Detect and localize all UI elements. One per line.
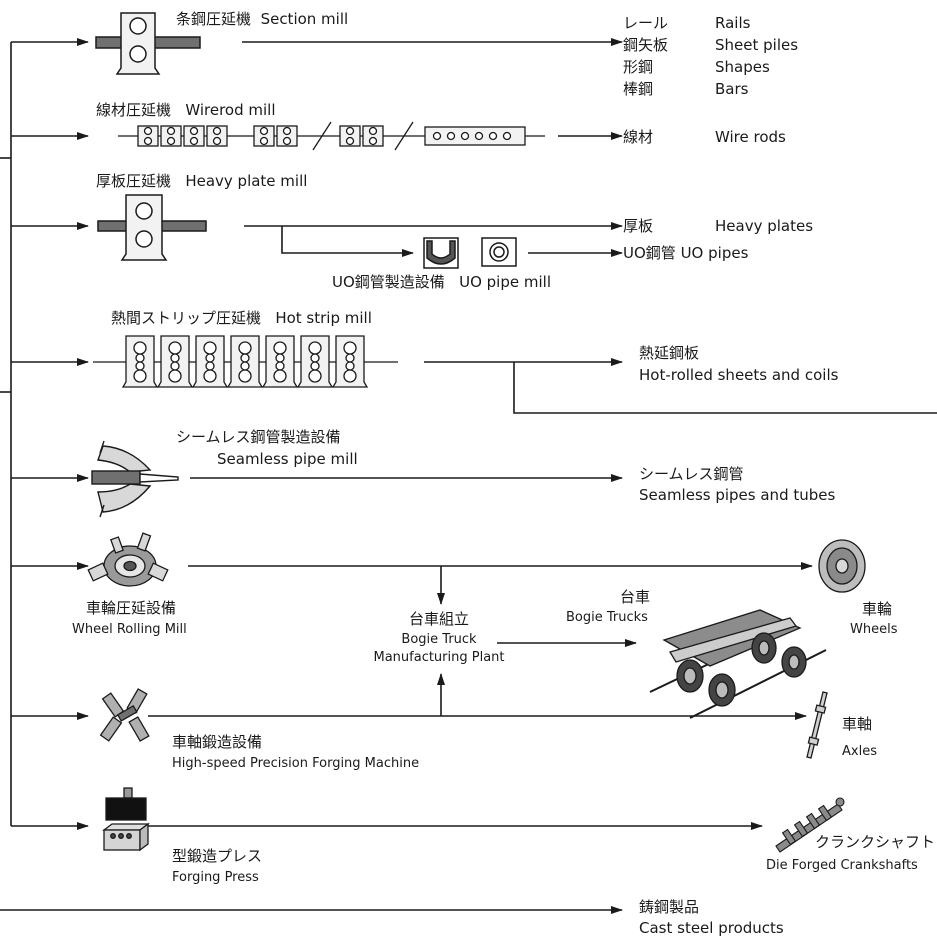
crankshaft-icon <box>775 797 845 853</box>
axle-forging-icon <box>99 688 150 742</box>
wheel-product-icon <box>818 539 866 593</box>
uo-pipe-mill-label: UO鋼管製造設備 UO pipe mill <box>332 273 551 292</box>
product-bogie-en: Bogie Trucks <box>566 610 648 625</box>
bogie-assembly-en1: Bogie Truck <box>401 632 477 647</box>
section-mill-icon <box>95 12 201 75</box>
product-axles-ja: 車軸 <box>842 715 873 733</box>
wheel-mill-en: Wheel Rolling Mill <box>72 622 187 637</box>
product-crank-ja: クランクシャフト <box>815 833 936 851</box>
section-mill-en: Section mill <box>260 10 349 28</box>
product-uo-pipes: UO鋼管 UO pipes <box>623 244 749 262</box>
product-wheels-ja: 車輪 <box>862 600 893 618</box>
heavy-plate-mill-ja: 厚板圧延機 <box>96 172 172 190</box>
product-bogie-ja: 台車 <box>620 588 651 606</box>
uo-pipe-mill-en: UO pipe mill <box>459 273 551 291</box>
wirerod-mill-icon <box>118 121 545 151</box>
product-hot-rolled-ja: 熱延鋼板 <box>639 344 700 362</box>
bogie-assembly-en2: Manufacturing Plant <box>373 650 505 665</box>
hot-strip-mill-icon <box>93 335 398 388</box>
product-cast-steel-ja: 鋳鋼製品 <box>639 898 700 916</box>
heavy-plate-mill-icon <box>97 194 207 261</box>
product-axles-en: Axles <box>842 744 877 759</box>
product-seamless-en: Seamless pipes and tubes <box>639 486 836 504</box>
press-en: Forging Press <box>172 870 259 885</box>
press-ja: 型鍛造プレス <box>172 847 263 865</box>
wirerod-mill-en: Wirerod mill <box>185 101 276 119</box>
wheel-rolling-mill-icon <box>87 532 169 587</box>
product-crank-en: Die Forged Crankshafts <box>766 858 918 873</box>
hot-strip-mill-en: Hot strip mill <box>275 309 372 327</box>
product-seamless-ja: シームレス鋼管 <box>639 465 744 483</box>
uo-pipe-mill-ja: UO鋼管製造設備 <box>332 273 445 291</box>
heavy-plate-mill-en: Heavy plate mill <box>185 172 308 190</box>
forging-press-icon <box>102 787 150 852</box>
section-mill-ja: 条鋼圧延機 <box>176 10 252 28</box>
product-cast-steel-en: Cast steel products <box>639 919 784 937</box>
wirerod-mill-label: 線材圧延機 Wirerod mill <box>96 101 275 120</box>
section-mill-label: 条鋼圧延機 Section mill <box>176 10 348 29</box>
bogie-truck-icon <box>649 609 827 719</box>
bogie-assembly-ja: 台車組立 <box>408 610 469 628</box>
axle-mill-en: High-speed Precision Forging Machine <box>172 756 420 771</box>
wheel-mill-ja: 車輪圧延設備 <box>86 599 177 617</box>
wirerod-mill-ja: 線材圧延機 <box>96 101 172 119</box>
product-wheels-en: Wheels <box>850 622 898 637</box>
axle-product-icon <box>806 691 828 759</box>
seamless-mill-en: Seamless pipe mill <box>217 450 358 468</box>
seamless-pipe-mill-icon <box>91 440 179 518</box>
hot-strip-mill-ja: 熱間ストリップ圧延機 <box>111 309 262 327</box>
product-hot-rolled-en: Hot-rolled sheets and coils <box>639 366 839 384</box>
seamless-mill-ja: シームレス鋼管製造設備 <box>176 428 341 446</box>
hot-strip-mill-label: 熱間ストリップ圧延機 Hot strip mill <box>111 309 372 328</box>
out-uo-feed <box>281 226 414 257</box>
axle-mill-ja: 車軸鍛造設備 <box>172 733 263 751</box>
heavy-plate-mill-label: 厚板圧延機 Heavy plate mill <box>96 172 307 191</box>
out-hotstrip-coil <box>513 362 937 414</box>
uo-pipe-mill-icon <box>423 237 517 269</box>
